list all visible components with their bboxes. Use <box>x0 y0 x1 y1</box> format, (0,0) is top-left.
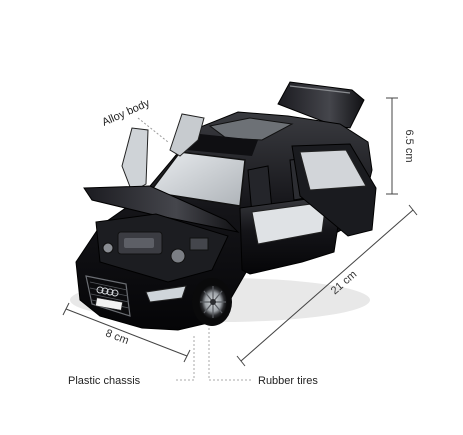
far-side-rear-door <box>169 113 205 157</box>
plastic-chassis-label: Plastic chassis <box>68 375 141 387</box>
width-dimension-label: 8 cm <box>104 327 131 347</box>
headlight <box>145 285 187 303</box>
brand-logo <box>96 286 119 297</box>
rear-window <box>208 117 294 141</box>
front-wheel <box>192 278 232 326</box>
car-model <box>70 81 377 331</box>
open-hood <box>83 185 240 233</box>
height-dimension: 6.5 cm <box>386 97 415 195</box>
rubber-tires-label: Rubber tires <box>258 375 318 387</box>
height-dimension-label: 6.5 cm <box>403 129 415 162</box>
license-plate <box>95 297 123 311</box>
alloy-body-label: Alloy body <box>100 97 152 129</box>
far-side-front-door <box>121 127 149 193</box>
windshield <box>148 151 246 207</box>
rubber-tires-callout: Rubber tires <box>208 328 318 387</box>
plastic-chassis-callout: Plastic chassis <box>68 336 195 387</box>
